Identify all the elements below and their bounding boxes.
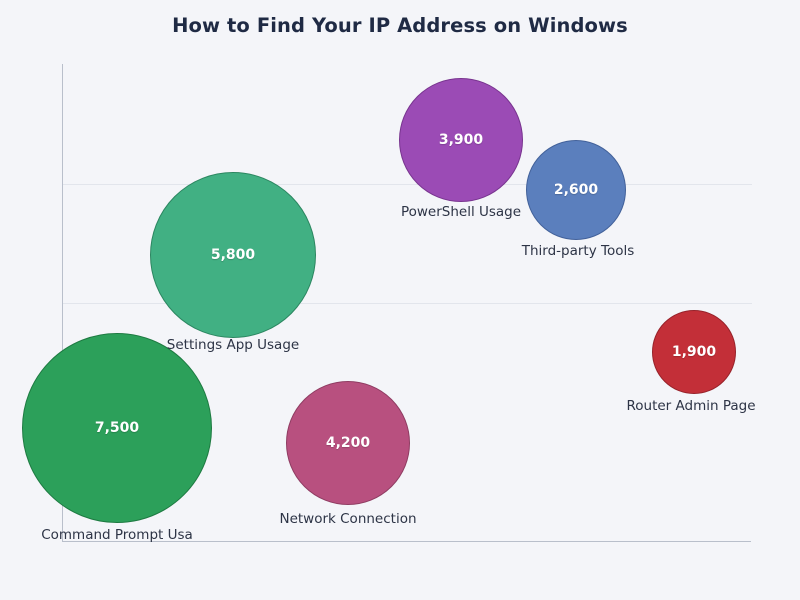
bubble-category-label: Network Connection — [279, 511, 417, 527]
bubble[interactable]: 2,600 — [526, 140, 626, 240]
bubble[interactable]: 7,500 — [22, 333, 212, 523]
bubble[interactable]: 4,200 — [286, 381, 410, 505]
gridline-1 — [62, 303, 752, 304]
bubble-value-label: 1,900 — [671, 344, 717, 360]
bubble[interactable]: 5,800 — [150, 172, 316, 338]
bubble-value-label: 5,800 — [210, 247, 256, 263]
bubble-category-label: PowerShell Usage — [400, 204, 522, 220]
bubble[interactable]: 1,900 — [652, 310, 736, 394]
bubble-value-label: 4,200 — [325, 435, 371, 451]
bubble[interactable]: 3,900 — [399, 78, 523, 202]
x-axis-line — [62, 541, 751, 542]
chart-title: How to Find Your IP Address on Windows — [172, 14, 628, 37]
bubble-category-label: Third-party Tools — [521, 243, 635, 259]
bubble-value-label: 7,500 — [94, 420, 140, 436]
plot-area — [62, 64, 752, 542]
bubble-category-label: Settings App Usage — [166, 337, 300, 353]
bubble-value-label: 3,900 — [438, 132, 484, 148]
y-axis-line — [62, 64, 63, 542]
bubble-category-label: Router Admin Page — [626, 398, 756, 414]
gridline-0 — [62, 184, 752, 185]
bubble-category-label: Command Prompt Usa — [41, 527, 193, 543]
bubble-value-label: 2,600 — [553, 182, 599, 198]
